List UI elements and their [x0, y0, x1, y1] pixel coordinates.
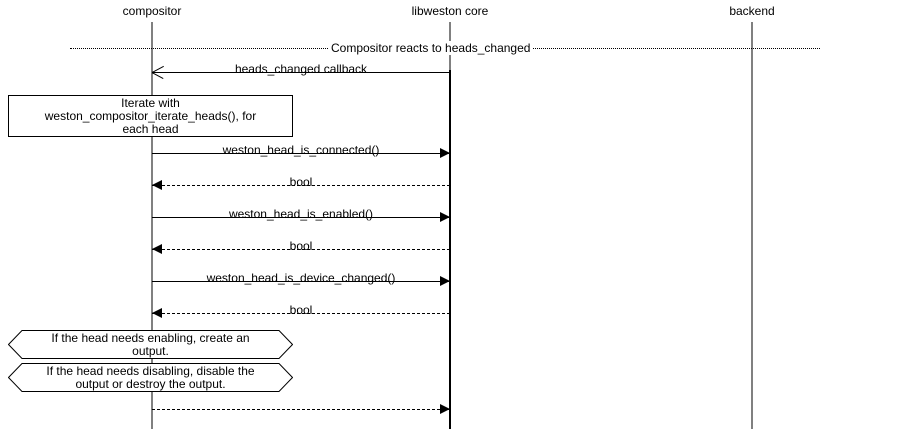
message-line-weston-head-is-connected	[152, 153, 450, 154]
message-line-heads-changed-callback	[152, 72, 450, 73]
participant-label-compositor: compositor	[122, 4, 182, 18]
message-label-weston-head-is-enabled: weston_head_is_enabled()	[228, 207, 374, 221]
message-label-bool-return-3: bool	[289, 303, 313, 317]
message-line-bool-return-2	[152, 249, 450, 250]
condition-disable-head-condition: If the head needs disabling, disable the…	[8, 363, 293, 392]
message-line-bool-return-1	[152, 185, 450, 186]
arrowhead-final-return	[440, 404, 450, 414]
message-line-weston-head-is-device-changed	[152, 281, 450, 282]
message-label-weston-head-is-device-changed: weston_head_is_device_changed()	[206, 271, 396, 285]
message-label-weston-head-is-connected: weston_head_is_connected()	[222, 143, 380, 157]
condition-text-disable-head-condition: If the head needs disabling, disable the…	[46, 363, 255, 391]
arrowhead-heads-changed-callback	[152, 66, 164, 78]
arrowhead-weston-head-is-device-changed	[440, 276, 450, 286]
message-label-heads-changed-callback: heads_changed callback	[234, 62, 368, 76]
arrowhead-bool-return-3	[152, 308, 162, 318]
note-iterate-heads-note: Iterate with weston_compositor_iterate_h…	[8, 95, 293, 137]
condition-enable-head-condition: If the head needs enabling, create an ou…	[8, 330, 293, 359]
lifeline-compositor	[151, 22, 153, 429]
arrowhead-weston-head-is-connected	[440, 148, 450, 158]
arrowhead-bool-return-1	[152, 180, 162, 190]
participant-label-backend: backend	[729, 4, 775, 18]
message-line-bool-return-3	[152, 313, 450, 314]
condition-text-enable-head-condition: If the head needs enabling, create an ou…	[51, 330, 250, 358]
arrowhead-weston-head-is-enabled	[440, 212, 450, 222]
divider-label: Compositor reacts to heads_changed	[328, 41, 534, 55]
condition-shape-disable-head-condition	[8, 363, 293, 392]
arrowhead-bool-return-2	[152, 244, 162, 254]
participant-label-libweston-core: libweston core	[411, 4, 489, 18]
note-text-iterate-heads-note: Iterate with weston_compositor_iterate_h…	[44, 95, 257, 136]
message-line-final-return	[152, 409, 450, 410]
lifeline-backend	[751, 22, 753, 429]
message-label-bool-return-1: bool	[289, 175, 313, 189]
activation-bar-libweston-core	[449, 70, 451, 429]
message-label-bool-return-2: bool	[289, 239, 313, 253]
condition-shape-enable-head-condition	[8, 330, 293, 359]
message-line-weston-head-is-enabled	[152, 217, 450, 218]
